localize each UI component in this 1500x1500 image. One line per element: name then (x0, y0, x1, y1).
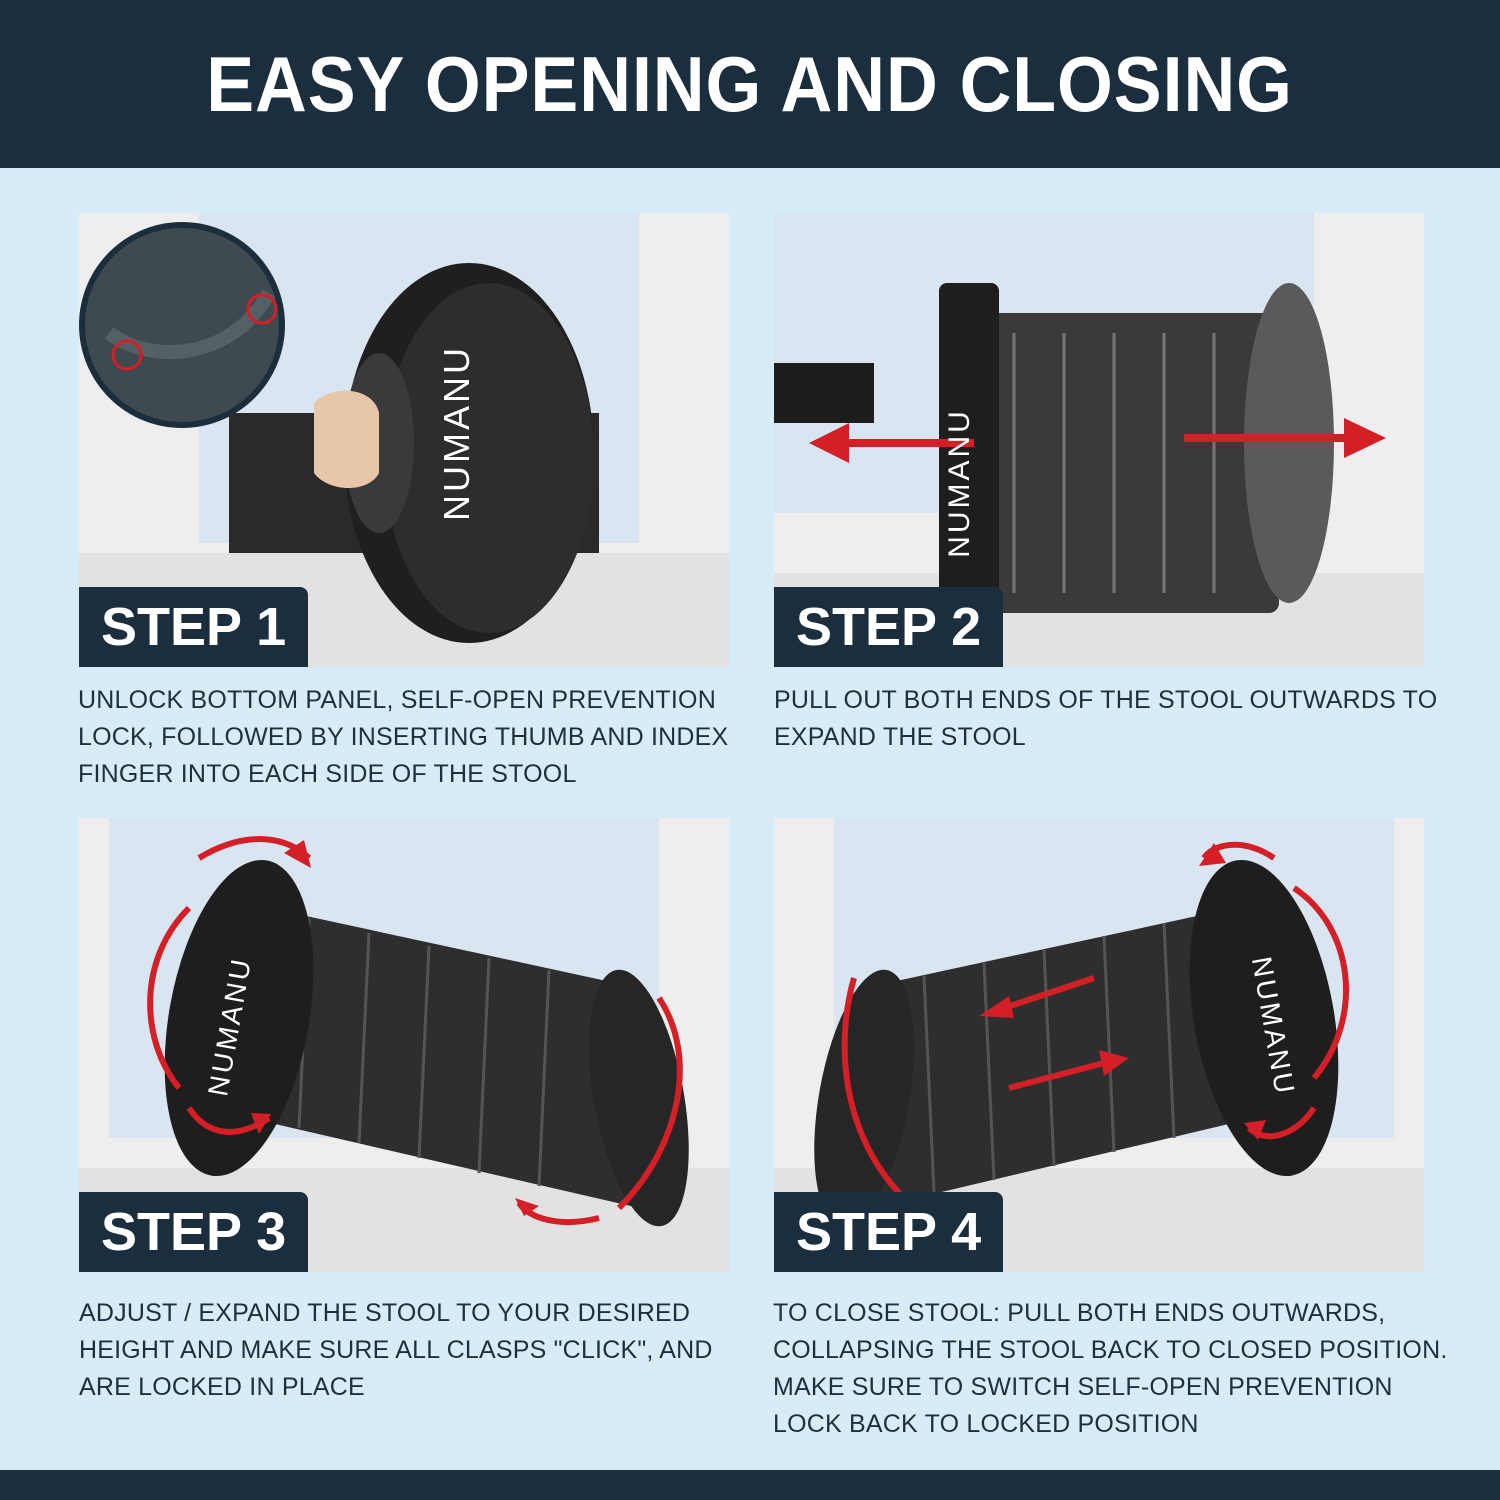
step-4-illustration: NUMANU (774, 818, 1424, 1272)
brand-logo: NUMANU (436, 345, 477, 521)
step-3-badge: STEP 3 (79, 1192, 309, 1272)
step-2-description: PULL OUT BOTH ENDS OF THE STOOL OUTWARDS… (774, 686, 1438, 751)
step-3-description: ADJUST / EXPAND THE STOOL TO YOUR DESIRE… (79, 1299, 713, 1401)
step-4-image: NUMANU STEP 4 (774, 818, 1424, 1272)
step-2-image: NUMANU STEP 2 (774, 213, 1424, 667)
step-3-illustration: NUMANU (79, 818, 729, 1272)
step-1-image: NUMANU STEP 1 (79, 213, 729, 667)
step-4-description: TO CLOSE STOOL: PULL BOTH ENDS OUTWARDS,… (773, 1299, 1448, 1438)
header-banner: EASY OPENING AND CLOSING (0, 0, 1500, 168)
step-4-badge: STEP 4 (774, 1192, 1004, 1272)
step-1-badge: STEP 1 (79, 587, 309, 667)
step-1-illustration: NUMANU (79, 213, 729, 667)
step-3-image: NUMANU STEP 3 (79, 818, 729, 1272)
footer-bar (0, 1470, 1500, 1500)
brand-logo: NUMANU (943, 408, 976, 558)
page-title: EASY OPENING AND CLOSING (206, 39, 1294, 128)
step-1-description: UNLOCK BOTTOM PANEL, SELF-OPEN PREVENTIO… (78, 686, 729, 788)
step-2-badge: STEP 2 (774, 587, 1004, 667)
